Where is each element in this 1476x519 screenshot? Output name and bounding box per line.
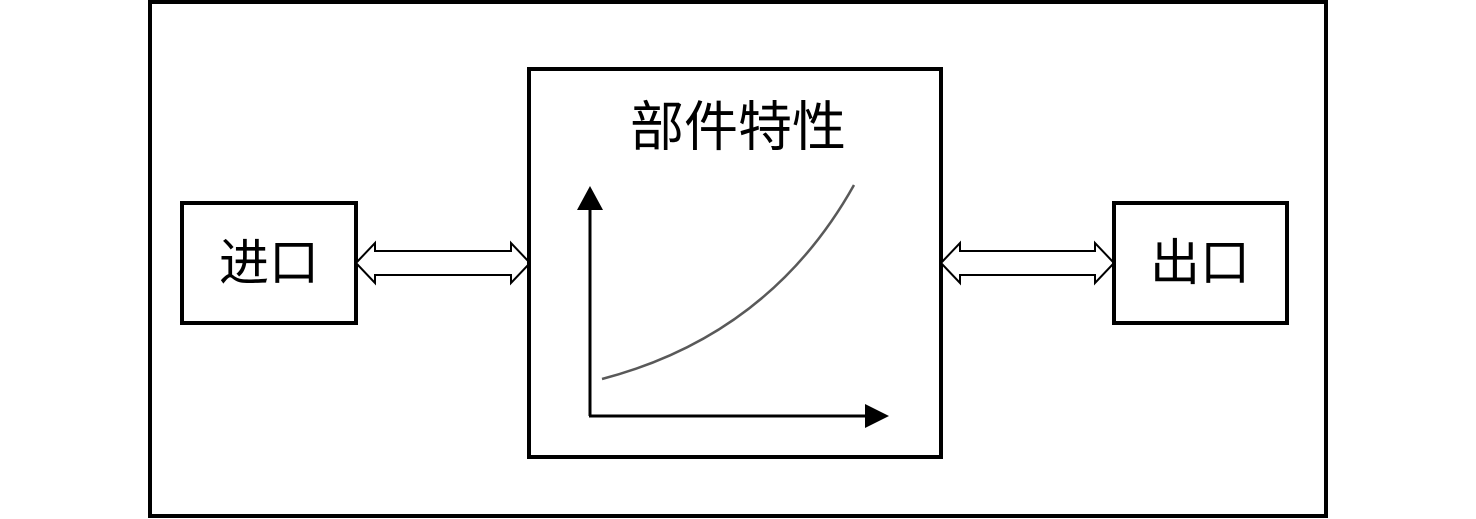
- outlet-label: 出口: [1150, 234, 1250, 292]
- inlet-double-arrow: [354, 240, 532, 286]
- component-box: [527, 67, 943, 459]
- inlet-label: 进口: [219, 234, 319, 292]
- y-axis-arrow-icon: [577, 186, 603, 210]
- x-axis-arrow-icon: [865, 404, 889, 428]
- component-title: 部件特性: [630, 96, 846, 159]
- component-block: 部件特性: [527, 67, 943, 459]
- characteristic-curve: [601, 184, 856, 381]
- outer-frame: [148, 0, 1328, 518]
- characteristic-plot: [577, 184, 889, 428]
- inlet-block: 进口: [180, 201, 358, 325]
- outlet-double-arrow: [939, 240, 1116, 286]
- outlet-block: 出口: [1112, 201, 1289, 325]
- outlet-box: [1112, 201, 1289, 325]
- inlet-box: [180, 201, 358, 325]
